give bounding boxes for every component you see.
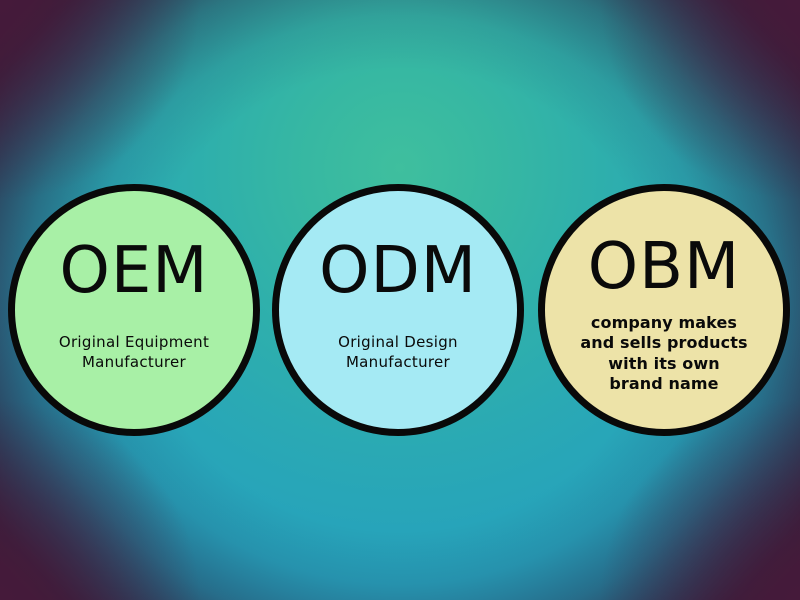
circle-obm-acronym: OBM <box>587 230 741 304</box>
circle-obm-description: company makes and sells products with it… <box>580 313 748 394</box>
circle-odm-description: Original Design Manufacturer <box>338 333 458 371</box>
circle-oem-description: Original Equipment Manufacturer <box>58 333 210 371</box>
circle-oem: OEM Original Equipment Manufacturer <box>8 184 260 436</box>
circle-obm: OBM company makes and sells products wit… <box>538 184 790 436</box>
circle-odm: ODM Original Design Manufacturer <box>272 184 524 436</box>
circle-odm-acronym: ODM <box>319 234 477 308</box>
circle-oem-acronym: OEM <box>59 234 209 308</box>
